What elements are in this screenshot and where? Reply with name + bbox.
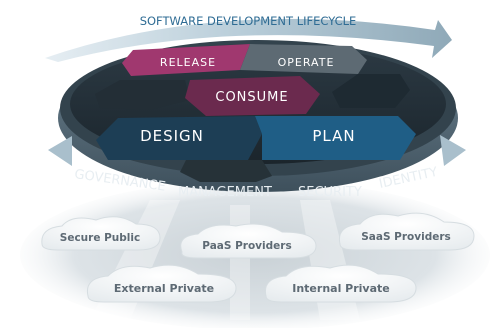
segment-shadow-left [95, 80, 190, 110]
cloud-saas-providers: SaaS Providers [338, 212, 475, 251]
rim-arrow-right-icon [440, 135, 466, 166]
segment-consume-label: CONSUME [215, 90, 288, 105]
lifecycle-title: SOFTWARE DEVELOPMENT LIFECYCLE [140, 14, 357, 28]
segment-release [122, 44, 250, 76]
rim-label-security: SECURITY [298, 185, 362, 200]
segment-plan-label: PLAN [312, 127, 355, 145]
lifecycle-arrow [45, 18, 452, 62]
segment-operate [240, 44, 367, 74]
cloud-saas-providers-label: SaaS Providers [361, 231, 451, 243]
cloud-secure-public: Secure Public [41, 216, 161, 251]
segment-plan [255, 116, 416, 160]
cloud-paas-providers: PaaS Providers [180, 223, 317, 259]
segment-design [96, 116, 262, 160]
cloud-external-private-label: External Private [114, 282, 214, 295]
segment-design-label: DESIGN [140, 127, 204, 145]
cloud-secure-public-label: Secure Public [60, 232, 140, 244]
cloud-paas-providers-label: PaaS Providers [202, 240, 291, 252]
rim-label-management: MANAGEMENT [178, 185, 272, 200]
segment-consume [185, 76, 320, 116]
segment-shadow-right [332, 74, 410, 108]
hex-segments [95, 44, 416, 182]
rim-arrow-left-icon [48, 136, 72, 166]
segment-operate-label: OPERATE [278, 56, 335, 69]
cloud-internal-private-label: Internal Private [292, 282, 390, 295]
cloud-external-private: External Private [86, 264, 237, 303]
segment-release-label: RELEASE [160, 56, 216, 69]
segment-shadow-bottom [180, 160, 272, 182]
cloud-internal-private: Internal Private [264, 264, 417, 303]
